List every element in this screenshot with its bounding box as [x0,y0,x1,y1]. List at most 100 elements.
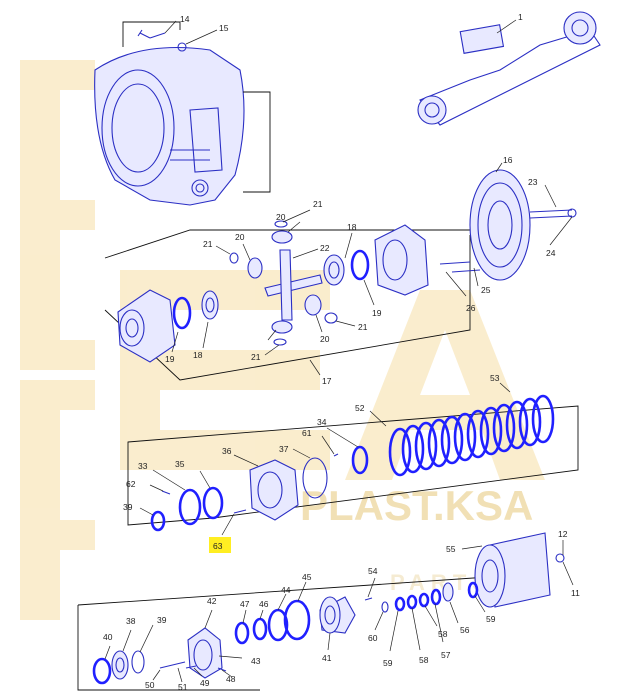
frame-clutch [127,405,579,526]
diff-case-right [374,224,429,296]
pinion-gear-20b [271,230,293,244]
ring-34 [351,445,369,475]
thrust-washer-19b [350,249,370,281]
callout-56: 56 [460,625,470,635]
callout-21a: 21 [203,239,213,249]
callout-18b: 18 [347,222,357,232]
callout-48: 48 [226,674,236,684]
watermark: PLAST.KSA PARTS [20,60,545,620]
pinion-gear-20d [271,320,293,334]
ring-58a [418,592,430,608]
ring-47 [234,621,250,645]
shaft-41 [319,596,356,634]
ring-46 [252,617,268,641]
pinion-gear-20c [304,294,322,316]
callout-41: 41 [322,653,332,663]
callout-21b: 21 [313,199,323,209]
diff-case-left [117,289,176,363]
callout-47: 47 [240,599,250,609]
washer-57 [430,588,442,606]
ring-59b [467,581,479,599]
thrust-washer-19a [172,296,192,330]
spider-22 [264,249,323,321]
pinion-gear-20a [247,257,263,279]
plug-12 [555,553,565,563]
bearing-56 [442,582,454,602]
housing-42 [187,627,223,679]
callout-20b: 20 [276,212,286,222]
watermark-secondary: PLAST.KSA [300,482,533,529]
callout-37: 37 [279,444,289,454]
bearing-38 [111,650,129,680]
callout-19a: 19 [165,354,175,364]
pin-48 [217,667,227,672]
callout-44: 44 [281,585,291,595]
callout-16: 16 [503,155,513,165]
callout-20c: 20 [320,334,330,344]
seal-45 [283,599,311,641]
seal-35 [202,486,224,520]
ring-39a [150,510,166,532]
ring-39b [131,650,145,674]
bracket-housing [243,91,271,193]
callout-19b: 19 [372,308,382,318]
callout-12: 12 [558,529,568,539]
callout-46: 46 [259,599,269,609]
bolts-25-26 [439,261,481,273]
callout-54: 54 [368,566,378,576]
callout-15: 15 [219,23,229,33]
side-gear-18a [201,290,219,320]
callout-21d: 21 [251,352,261,362]
piston-36 [249,459,299,521]
callout-40: 40 [103,632,113,642]
callout-52: 52 [355,403,365,413]
callout-58b: 58 [419,655,429,665]
highlight-63 [209,537,231,553]
bolts-23 [529,208,577,219]
nut-15 [177,42,187,52]
pin-61 [333,453,339,457]
washers-21 [229,220,338,346]
callout-24: 24 [546,248,556,258]
callout-55: 55 [446,544,456,554]
callout-22: 22 [320,243,330,253]
pin-49 [185,665,197,669]
callout-26: 26 [466,303,476,313]
callout-39b: 39 [157,615,167,625]
seal-40 [92,657,112,685]
hub-55 [474,532,551,608]
clutch-discs-52-53 [388,394,555,477]
ring-60 [381,601,389,613]
axle-housing [94,46,245,206]
callout-43: 43 [251,656,261,666]
callout-57: 57 [441,650,451,660]
callout-59a: 59 [383,658,393,668]
callout-21c: 21 [358,322,368,332]
crown-gear-16 [469,169,531,281]
callout-45: 45 [302,572,312,582]
bolt-14 [137,29,166,39]
bolt-50-51 [159,661,186,669]
callout-59b: 59 [486,614,496,624]
callout-62: 62 [126,479,136,489]
callout-50: 50 [145,680,155,690]
callout-18a: 18 [193,350,203,360]
callout-38: 38 [126,616,136,626]
callout-63[interactable]: 63 [213,541,223,551]
callout-11: 11 [571,588,580,598]
callout-20a: 20 [235,232,245,242]
ring-59a [394,596,406,612]
callout-17: 17 [322,376,332,386]
pin-62 [161,490,171,495]
callout-25: 25 [481,285,491,295]
callout-58a: 58 [438,629,448,639]
callout-39a: 39 [123,502,133,512]
axle-assembly [417,11,601,126]
frame-bottom [77,576,489,691]
callout-51: 51 [178,682,188,692]
ring-58b [406,594,418,610]
screw-63 [233,509,247,514]
callout-33: 33 [138,461,148,471]
